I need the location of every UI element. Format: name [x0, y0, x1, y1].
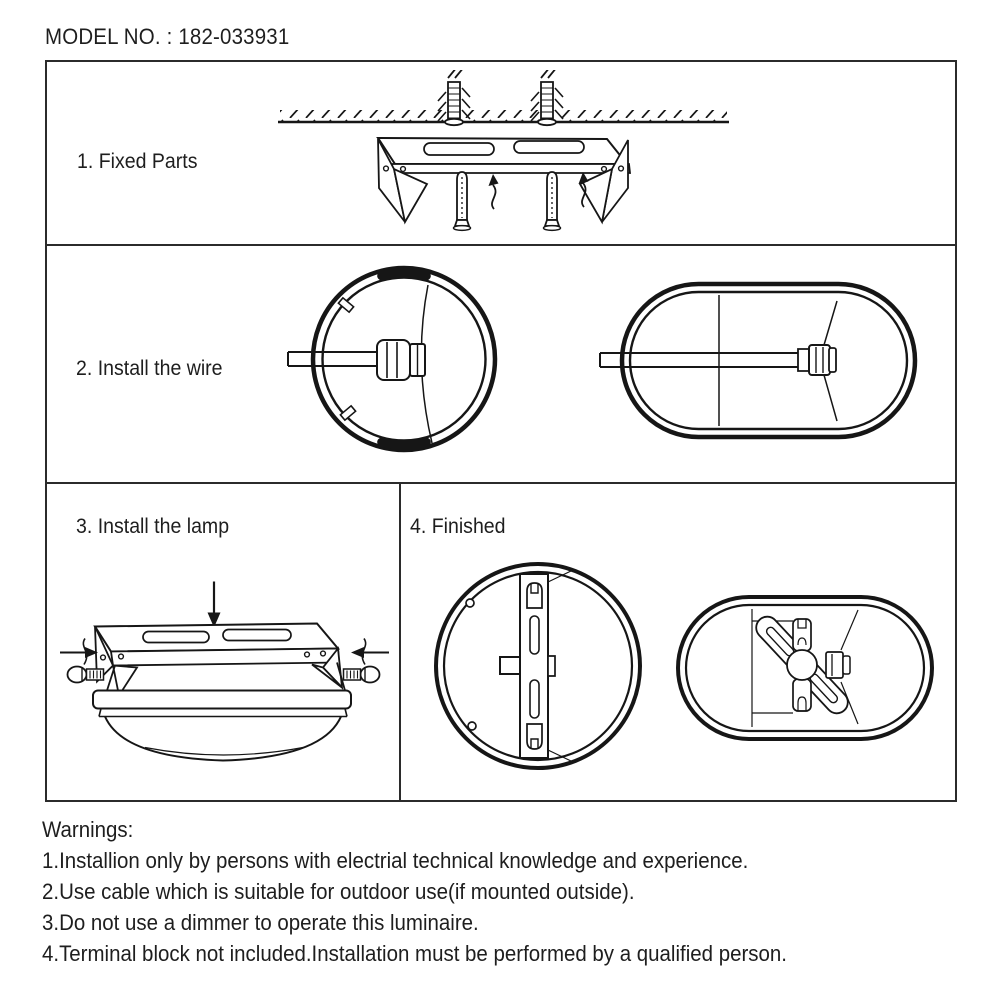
row-divider-1	[47, 244, 955, 246]
install-lamp-diagram	[57, 575, 392, 791]
notch-lower-left	[340, 406, 355, 420]
column-divider	[399, 482, 401, 800]
step-1-label: 1. Fixed Parts	[77, 150, 198, 173]
mounting-strip	[500, 574, 555, 758]
step-3-label: 3. Install the lamp	[76, 515, 230, 538]
wire	[288, 352, 379, 366]
screw-hole-top	[466, 599, 474, 607]
step-4-label: 4. Finished	[410, 515, 506, 538]
bracket-on-lamp	[95, 624, 342, 696]
fixed-parts-diagram	[272, 70, 742, 232]
cable-gland	[377, 340, 425, 380]
mounting-bracket	[378, 138, 630, 222]
warnings-title: Warnings:	[42, 817, 134, 842]
inner-dome-edge	[824, 301, 837, 421]
warnings-section: Warnings: 1.Installion only by persons w…	[42, 814, 843, 969]
screw-in-arrow-left	[487, 173, 500, 210]
side-screw-arrow-left	[60, 639, 98, 665]
side-screw-left	[68, 667, 104, 683]
wire	[600, 353, 800, 367]
finished-oval-diagram	[674, 592, 936, 744]
side-screw-arrow-right	[351, 639, 389, 665]
warning-item-4: 4.Terminal block not included.Installati…	[42, 941, 787, 966]
warning-item-2: 2.Use cable which is suitable for outdoo…	[42, 879, 635, 904]
notch-upper-left	[338, 298, 353, 312]
warning-item-3: 3.Do not use a dimmer to operate this lu…	[42, 910, 479, 935]
cable-gland	[798, 345, 836, 375]
cross-bracket	[752, 612, 853, 718]
install-wire-round-diagram	[282, 258, 512, 470]
inner-dome-edge	[548, 571, 571, 761]
top-mounting-blob	[382, 273, 427, 276]
screw-left	[452, 171, 472, 232]
lamp-body	[93, 663, 351, 761]
instruction-table: 1. Fixed Parts 2. Install the wire 3. In…	[45, 60, 957, 802]
inner-dome-edge	[841, 610, 858, 724]
screw-right	[542, 171, 562, 232]
warning-item-1: 1.Installion only by persons with electr…	[42, 848, 749, 873]
screw-hole-bottom	[468, 722, 476, 730]
finished-round-diagram	[427, 555, 652, 777]
bottom-mounting-blob	[382, 442, 427, 445]
install-wire-oval-diagram	[597, 278, 922, 444]
row-divider-2	[47, 482, 955, 484]
model-number-label: MODEL NO. : 182-033931	[45, 24, 290, 49]
side-screw-right	[344, 667, 380, 683]
ceiling-hatch	[280, 110, 727, 122]
step-2-label: 2. Install the wire	[76, 357, 223, 380]
